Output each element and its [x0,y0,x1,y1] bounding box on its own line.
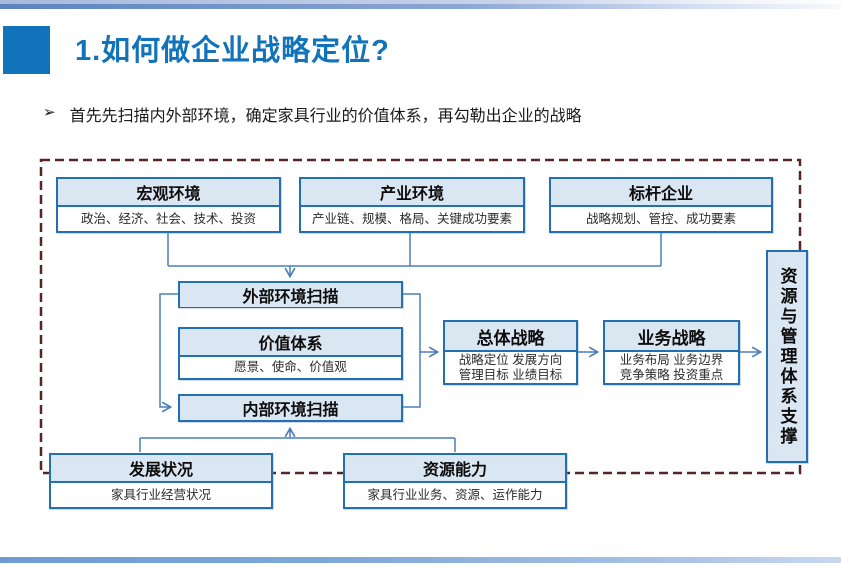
top-accent-bar-light [0,0,841,4]
box-external-scan-title: 外部环境扫描 [180,283,401,307]
box-benchmark-enterprise: 标杆企业 战略规划、管控、成功要素 [549,177,773,233]
box-industry-environment-body: 产业链、规模、格局、关键成功要素 [311,211,512,226]
box-business-strategy: 业务战略 业务布局 业务边界 竞争策略 投资重点 [603,320,740,385]
box-overall-strategy-body: 战略定位 发展方向 管理目标 业绩目标 [445,352,576,383]
summary-bullet-text: 首先先扫描内外部环境，确定家具行业的价值体系，再勾勒出企业的战略 [69,108,582,125]
business-strategy-line2: 竞争策略 投资重点 [619,367,724,382]
box-macro-environment: 宏观环境 政治、经济、社会、技术、投资 [56,177,281,233]
box-resource-management-support-title: 资源与管理体系支撑 [777,266,797,447]
page-title: 1.如何做企业战略定位? [75,35,390,67]
box-macro-environment-body: 政治、经济、社会、技术、投资 [80,211,256,226]
box-benchmark-enterprise-body: 战略规划、管控、成功要素 [585,211,736,226]
summary-bullet: ➢ 首先先扫描内外部环境，确定家具行业的价值体系，再勾勒出企业的战略 [43,102,813,126]
box-resource-capability-title: 资源能力 [345,455,565,483]
box-industry-environment: 产业环境 产业链、规模、格局、关键成功要素 [299,177,525,233]
box-macro-environment-title: 宏观环境 [58,179,279,207]
bottom-accent-bar [0,557,841,563]
box-benchmark-enterprise-title: 标杆企业 [551,179,771,207]
box-internal-scan-title: 内部环境扫描 [180,396,401,420]
box-development-status: 发展状况 家具行业经营状况 [49,453,273,509]
box-value-system-title: 价值体系 [180,329,401,357]
box-resource-management-support: 资源与管理体系支撑 [766,250,808,463]
box-business-strategy-title: 业务战略 [605,322,738,352]
box-resource-capability: 资源能力 家具行业业务、资源、运作能力 [343,453,567,509]
box-development-status-body: 家具行业经营状况 [110,487,211,502]
box-overall-strategy: 总体战略 战略定位 发展方向 管理目标 业绩目标 [443,320,578,385]
overall-strategy-line1: 战略定位 发展方向 [458,352,563,367]
connector-top-tree [167,233,662,267]
bullet-arrow-icon: ➢ [43,104,56,121]
overall-strategy-line2: 管理目标 业绩目标 [458,367,563,382]
top-accent-bar-dark [0,4,841,9]
box-overall-strategy-title: 总体战略 [445,322,576,352]
box-development-status-title: 发展状况 [51,455,271,483]
connector-bottom-tree [139,437,456,452]
box-internal-scan: 内部环境扫描 [178,394,403,422]
business-strategy-line1: 业务布局 业务边界 [619,352,724,367]
box-resource-capability-body: 家具行业业务、资源、运作能力 [367,487,543,502]
box-value-system: 价值体系 愿景、使命、价值观 [178,327,403,380]
box-external-scan: 外部环境扫描 [178,281,403,308]
box-value-system-body: 愿景、使命、价值观 [234,360,347,374]
box-industry-environment-title: 产业环境 [301,179,523,207]
connector-left-bracket [159,293,178,413]
title-accent-square [3,26,50,74]
connector-right-bracket [403,293,421,408]
box-business-strategy-body: 业务布局 业务边界 竞争策略 投资重点 [605,352,738,383]
